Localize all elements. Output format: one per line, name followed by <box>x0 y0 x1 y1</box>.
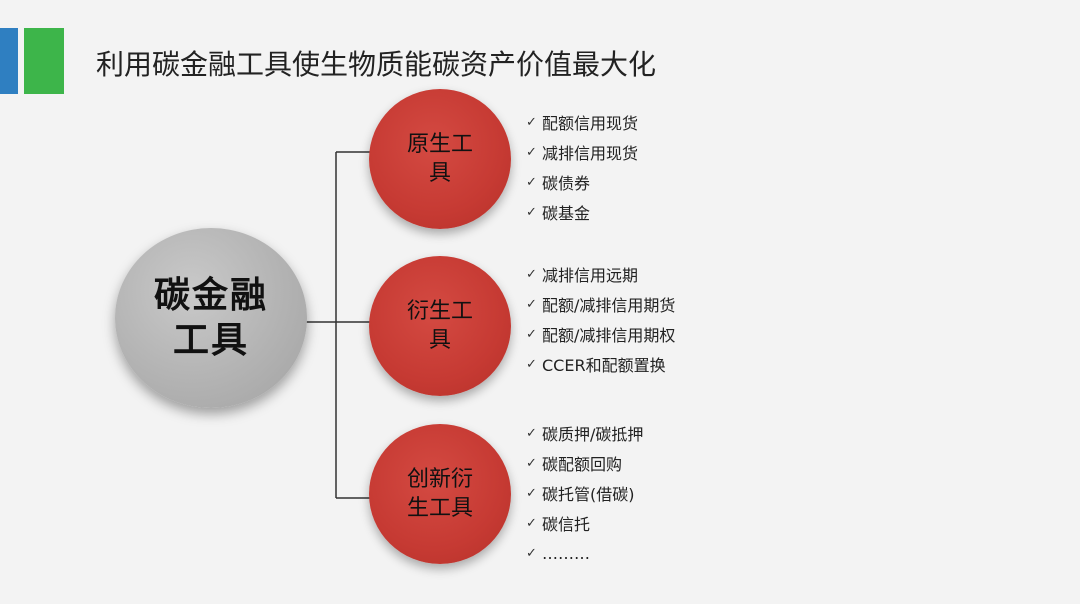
list-item-text: 配额/减排信用期货 <box>542 296 676 315</box>
branch-items-2: ✓ 减排信用远期 ✓ 配额/减排信用期货 ✓ 配额/减排信用期权 ✓ CCER和配额置换 <box>526 259 675 379</box>
list-item: ✓ CCER和配额置换 <box>526 349 675 379</box>
list-item-text: 碳债券 <box>542 174 591 193</box>
checkmark-icon: ✓ <box>526 326 537 342</box>
list-item-text: 碳托管(借碳) <box>542 485 635 504</box>
list-item-text: 配额/减排信用期权 <box>542 326 676 345</box>
list-item-text: 减排信用现货 <box>542 144 639 163</box>
list-item: ✓ 碳基金 <box>526 197 638 227</box>
checkmark-icon: ✓ <box>526 356 537 372</box>
list-item: ✓ 碳信托 <box>526 508 643 538</box>
branch-node-3: 创新衍生工具 <box>369 424 511 564</box>
checkmark-icon: ✓ <box>526 485 537 501</box>
list-item-text: 减排信用远期 <box>542 266 639 285</box>
list-item: ✓ 碳托管(借碳) <box>526 478 643 508</box>
title-accent-green <box>24 28 64 94</box>
list-item-text: 碳质押/碳抵押 <box>542 425 644 444</box>
checkmark-icon: ✓ <box>526 144 537 160</box>
list-item: ✓ 配额/减排信用期权 <box>526 319 675 349</box>
checkmark-icon: ✓ <box>526 515 537 531</box>
checkmark-icon: ✓ <box>526 296 537 312</box>
list-item: ✓ 碳质押/碳抵押 <box>526 418 643 448</box>
list-item-text: 配额信用现货 <box>542 114 639 133</box>
checkmark-icon: ✓ <box>526 174 537 190</box>
list-item-text: 碳信托 <box>542 515 591 534</box>
list-item: ✓ 减排信用现货 <box>526 137 638 167</box>
list-item-text: CCER和配额置换 <box>542 356 666 375</box>
list-item-text: 碳基金 <box>542 204 591 223</box>
list-item-text: ……… <box>542 543 590 563</box>
slide-title: 利用碳金融工具使生物质能碳资产价值最大化 <box>96 48 657 81</box>
branch-items-3: ✓ 碳质押/碳抵押 ✓ 碳配额回购 ✓ 碳托管(借碳) ✓ 碳信托 ✓ ……… <box>526 418 643 568</box>
checkmark-icon: ✓ <box>526 204 537 220</box>
list-item: ✓ 碳配额回购 <box>526 448 643 478</box>
checkmark-icon: ✓ <box>526 455 537 471</box>
hub-label: 碳金融工具 <box>153 275 268 361</box>
list-item: ✓ 减排信用远期 <box>526 259 675 289</box>
list-item-text: 碳配额回购 <box>542 455 623 474</box>
list-item: ✓ 配额信用现货 <box>526 107 638 137</box>
branch-node-1: 原生工具 <box>369 89 511 229</box>
branch-items-1: ✓ 配额信用现货 ✓ 减排信用现货 ✓ 碳债券 ✓ 碳基金 <box>526 107 638 227</box>
list-item: ✓ 配额/减排信用期货 <box>526 289 675 319</box>
branch-node-label: 衍生工具 <box>406 299 473 353</box>
checkmark-icon: ✓ <box>526 425 537 441</box>
branch-node-2: 衍生工具 <box>369 256 511 396</box>
branch-node-label: 原生工具 <box>406 132 473 186</box>
checkmark-icon: ✓ <box>526 114 537 130</box>
list-item: ✓ 碳债券 <box>526 167 638 197</box>
branch-node-label: 创新衍生工具 <box>406 467 473 521</box>
title-accent-blue <box>0 28 18 94</box>
checkmark-icon: ✓ <box>526 545 537 561</box>
list-item: ✓ ……… <box>526 538 643 568</box>
checkmark-icon: ✓ <box>526 266 537 282</box>
hub-circle: 碳金融工具 <box>115 228 307 408</box>
